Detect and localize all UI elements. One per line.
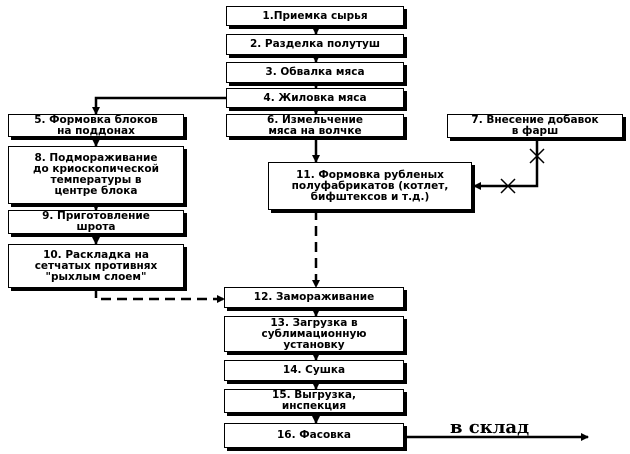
step-8-box: 8. Подмораживание до криоскопической тем…: [8, 146, 184, 204]
cross-mark-upper: [529, 148, 545, 164]
step-9-box: 9. Приготовление шрота: [8, 210, 184, 234]
step-6-box: 6. Измельчение мяса на волчке: [226, 114, 404, 137]
step-5-box: 5. Формовка блоков на поддонах: [8, 114, 184, 137]
step-2-box: 2. Разделка полутуш: [226, 34, 404, 55]
step-12-box: 12. Замораживание: [224, 287, 404, 308]
step-1-box: 1.Приемка сырья: [226, 6, 404, 26]
step-16-box: 16. Фасовка: [224, 423, 404, 448]
step-11-box: 11. Формовка рубленых полуфабрикатов (ко…: [268, 162, 472, 210]
step-4-box: 4. Жиловка мяса: [226, 88, 404, 108]
step-10-box: 10. Раскладка на сетчатых противнях "рых…: [8, 244, 184, 288]
step-14-box: 14. Сушка: [224, 360, 404, 381]
warehouse-label: в склад: [450, 417, 530, 438]
arrow-7-to-11: [473, 138, 539, 190]
step-3-box: 3. Обвалка мяса: [226, 62, 404, 83]
step-7-box: 7. Внесение добавок в фарш: [447, 114, 623, 138]
step-15-box: 15. Выгрузка, инспекция: [224, 389, 404, 413]
arrow-4-to-5: [92, 96, 226, 115]
arrow-10-to-12-dashed: [94, 288, 225, 303]
cross-mark-lower: [500, 178, 516, 194]
step-13-box: 13. Загрузка в сублимационную установку: [224, 316, 404, 352]
